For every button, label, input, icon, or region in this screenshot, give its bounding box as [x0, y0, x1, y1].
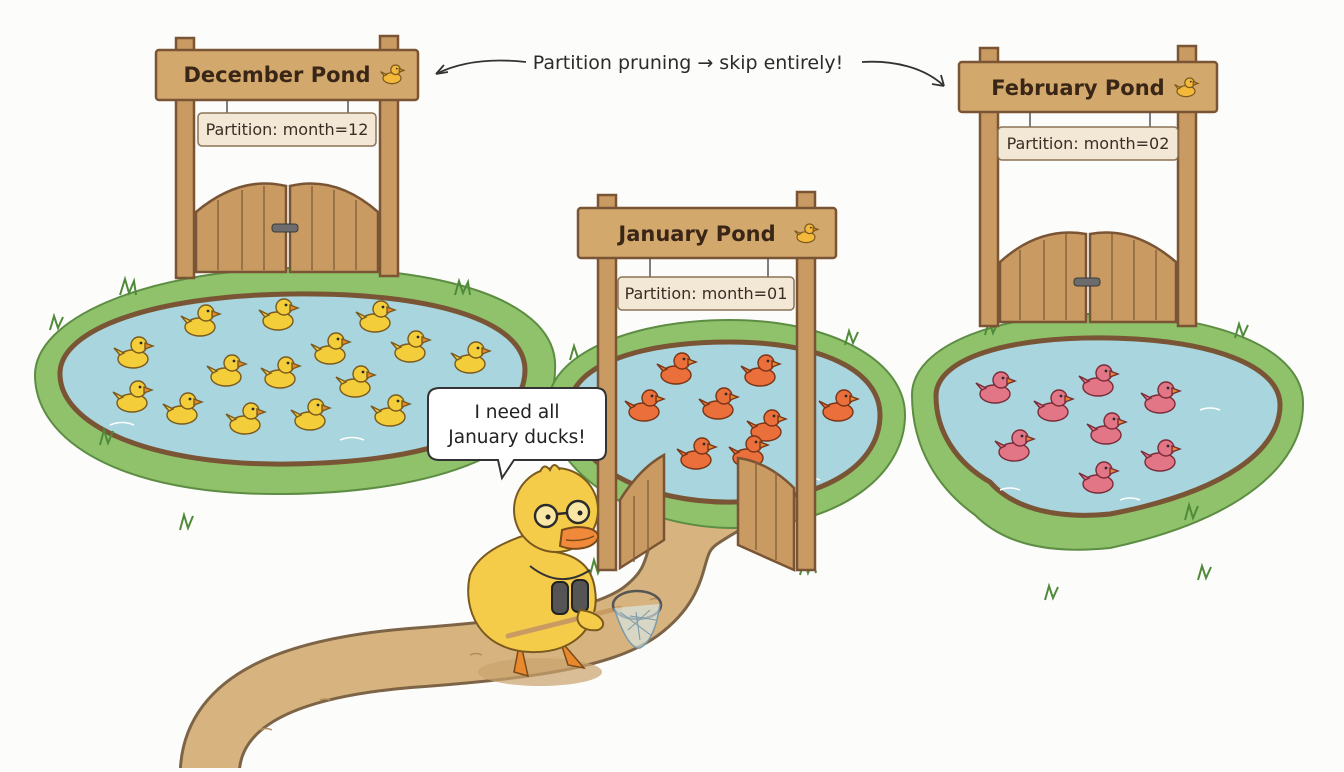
partition-tag	[997, 126, 1179, 161]
pond-title: February Pond	[991, 76, 1164, 100]
arrow-left	[435, 59, 527, 75]
partition-label: Partition: month=12	[206, 120, 369, 139]
speech-line-1: I need all	[474, 402, 559, 423]
pond-february: February Pond Partition: month=02	[910, 44, 1305, 601]
pond-january: January Pond Partition: month=01	[546, 190, 907, 576]
pond-title: December Pond	[184, 63, 371, 87]
sign-board	[957, 60, 1219, 114]
pruning-annotation: Partition pruning → skip entirely!	[435, 52, 945, 87]
gate-open-january	[618, 452, 796, 572]
pond-december: December Pond Partition: month=12	[33, 34, 557, 531]
sign-board	[576, 206, 838, 260]
partition-label: Partition: month=01	[625, 284, 788, 303]
gate-closed-december	[194, 182, 380, 274]
partition-label: Partition: month=02	[1007, 134, 1170, 153]
sign-board	[154, 48, 420, 102]
explorer-duck	[467, 464, 663, 686]
partition-tag	[617, 276, 795, 311]
annotation-text: Partition pruning → skip entirely!	[533, 52, 844, 74]
speech-line-2: January ducks!	[447, 427, 585, 448]
arrow-right	[861, 60, 945, 87]
partition-tag	[197, 112, 377, 147]
pond-title: January Pond	[616, 222, 775, 246]
gate-closed-february	[998, 231, 1178, 324]
speech-bubble: I need all January ducks!	[427, 387, 607, 481]
